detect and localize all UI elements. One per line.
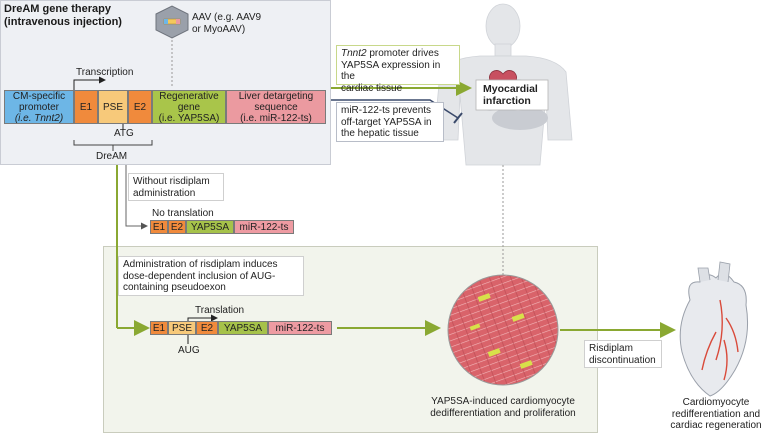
- regenerative-gene-segment: Regenerative gene (i.e. YAP5SA): [152, 90, 226, 124]
- aug-label: AUG: [178, 345, 200, 356]
- regen-caption-line2: redifferentiation and: [671, 408, 761, 420]
- tnnt2-callout-line1: Tnnt2 promoter drives: [341, 48, 455, 60]
- untr-e1-segment: E1: [150, 220, 168, 234]
- liver-line1: Liver detargeting: [238, 90, 314, 102]
- disc-line2: discontinuation: [589, 354, 656, 366]
- panel-title: DreAM gene therapy (intravenous injectio…: [4, 3, 122, 29]
- mi-label-box: [475, 79, 549, 111]
- liver-line3: (i.e. miR-122-ts): [240, 112, 312, 124]
- regen-caption-line3: cardiac regeneration: [670, 420, 762, 431]
- tr-mir-segment: miR-122-ts: [268, 321, 332, 335]
- cm-promoter-segment: CM-specific promoter (i.e. Tnnt2): [4, 90, 74, 124]
- cm-caption-line1: YAP5SA-induced cardiomyocyte: [431, 396, 575, 407]
- mi-line2: infarction: [483, 95, 531, 107]
- tnnt2-rest: promoter drives: [366, 48, 439, 59]
- aav-label: AAV (e.g. AAV9 or MyoAAV): [192, 12, 261, 35]
- cardiomyocyte-tissue-illustration: [447, 274, 559, 386]
- mi-line1: Myocardial: [483, 83, 538, 95]
- mi-label: Myocardial infarction: [483, 83, 538, 107]
- title-line2: (intravenous injection): [4, 16, 122, 28]
- untr-yap-segment: YAP5SA: [186, 220, 234, 234]
- pse-segment: PSE: [98, 90, 128, 124]
- tnnt2-callout-line3: cardiac tissue: [341, 82, 403, 94]
- untr-e2-segment: E2: [168, 220, 186, 234]
- liver-detargeting-segment: Liver detargeting sequence (i.e. miR-122…: [226, 90, 326, 124]
- aav-capsid-icon: [155, 5, 189, 39]
- tr-e1-segment: E1: [150, 321, 168, 335]
- cardiomyocyte-caption: YAP5SA-induced cardiomyocyte dedifferent…: [418, 396, 588, 419]
- aav-line2: or MyoAAV): [192, 23, 246, 35]
- title-line1: DreAM gene therapy: [4, 3, 111, 15]
- regen-caption-line1: Cardiomyocyte: [682, 397, 750, 408]
- no-translation-label: No translation: [152, 208, 214, 219]
- liver-organ: [492, 106, 548, 130]
- regen-line3: (i.e. YAP5SA): [158, 112, 220, 124]
- without-line1: Without risdiplam: [133, 176, 210, 187]
- tr-e2-segment: E2: [196, 321, 218, 335]
- cm-promoter-line1: CM-specific: [12, 90, 66, 102]
- regen-line2: gene: [177, 101, 201, 113]
- mir-callout: miR-122-ts prevents off-target YAP5SA in…: [336, 102, 444, 142]
- cm-promoter-line3: (i.e. Tnnt2): [14, 112, 64, 124]
- mir-callout-line3: the hepatic tissue: [341, 128, 419, 139]
- tnnt2-callout-line2: YAP5SA expression in the: [341, 59, 441, 83]
- translation-label: Translation: [195, 305, 245, 316]
- risdiplam-discontinuation-box: Risdiplam discontinuation: [584, 340, 662, 368]
- tnnt2-italic: Tnnt2: [341, 48, 367, 59]
- exon-e1-segment: E1: [74, 90, 98, 124]
- admin-line2: dose-dependent inclusion of AUG-: [123, 270, 276, 282]
- disc-line1: Risdiplam: [589, 343, 633, 354]
- exon-e2-segment: E2: [128, 90, 152, 124]
- tr-yap-segment: YAP5SA: [218, 321, 268, 335]
- tnnt2-callout: Tnnt2 promoter drives YAP5SA expression …: [336, 45, 460, 94]
- mir-callout-line2: off-target YAP5SA in: [341, 116, 432, 128]
- without-line2: administration: [133, 187, 196, 199]
- dream-label: DreAM: [96, 151, 128, 162]
- cm-promoter-line2: promoter: [18, 101, 59, 113]
- mir-callout-line1: miR-122-ts prevents: [341, 105, 432, 116]
- aav-line1: AAV (e.g. AAV9: [192, 12, 262, 23]
- tr-pse-segment: PSE: [168, 321, 196, 335]
- regeneration-caption: Cardiomyocyte redifferentiation and card…: [664, 397, 768, 432]
- admin-line1: Administration of risdiplam induces: [123, 259, 278, 270]
- admin-line3: containing pseudoexon: [123, 282, 226, 293]
- transcription-label: Transcription: [76, 67, 134, 78]
- atg-label: ATG: [114, 128, 134, 139]
- regen-line1: Regenerative: [159, 90, 219, 102]
- untr-mir-segment: miR-122-ts: [234, 220, 294, 234]
- without-risdiplam-box: Without risdiplam administration: [128, 173, 224, 201]
- risdiplam-admin-box: Administration of risdiplam induces dose…: [118, 256, 304, 296]
- liver-line2: sequence: [254, 101, 298, 113]
- regenerated-heart-illustration: [679, 261, 749, 397]
- cm-caption-line2: dedifferentiation and proliferation: [430, 407, 576, 419]
